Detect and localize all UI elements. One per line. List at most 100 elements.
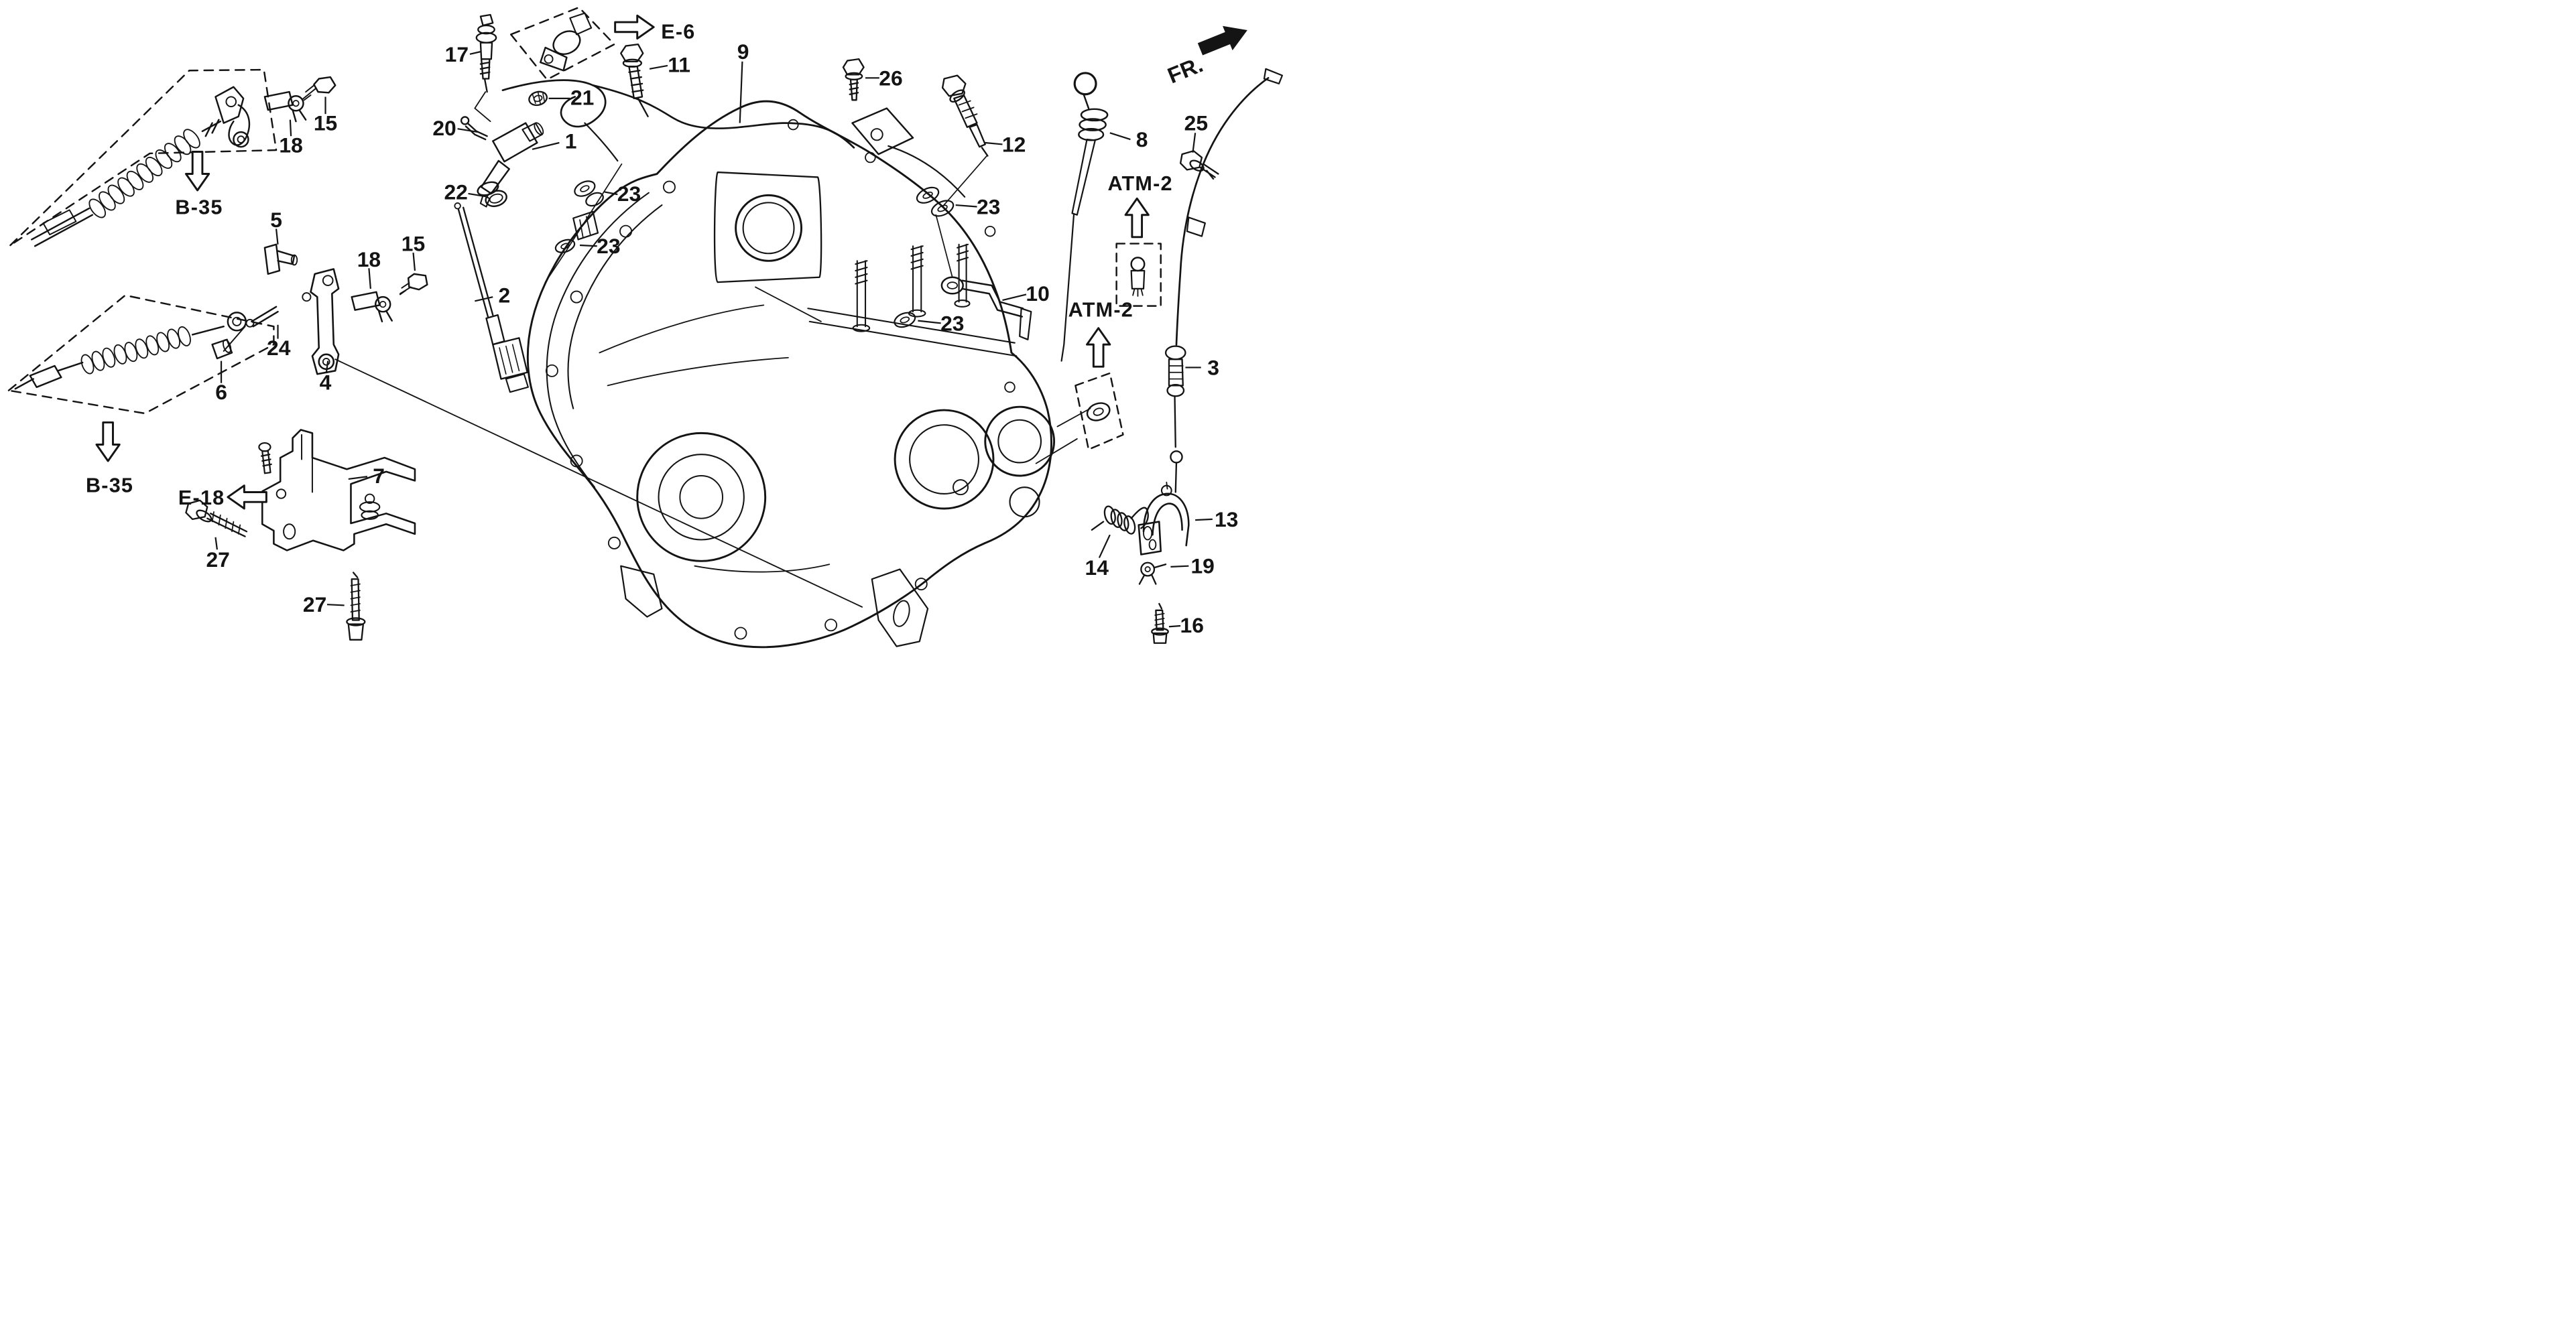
- dashed-box-lower: [7, 294, 275, 415]
- part-callout-4: 4: [320, 370, 332, 394]
- part-14-spring: [1091, 505, 1149, 535]
- ref-label-atm-2-5: ATM-2: [1068, 299, 1133, 322]
- case-bolt-bosses: [545, 119, 1016, 640]
- part-23-washers-left: [544, 163, 623, 283]
- callout-leader-19: [1170, 565, 1189, 568]
- callout-leader-14: [1098, 534, 1111, 558]
- ref-arrow-e-18-icon: [227, 484, 267, 510]
- callout-leader-18: [368, 268, 371, 289]
- callout-leader-4: [325, 360, 329, 374]
- part-18-lock-washer-b: [351, 291, 393, 323]
- cable-spring-coils-upper: [88, 129, 200, 218]
- callout-leader-16: [1168, 624, 1181, 628]
- part-callout-17: 17: [445, 42, 469, 66]
- part-callout-22: 22: [444, 180, 467, 204]
- part-1-speed-sensor: [477, 122, 544, 208]
- part-callout-27: 27: [206, 547, 229, 572]
- part-7-control-bracket: [261, 429, 416, 551]
- e6-sensor-group: [509, 6, 615, 80]
- dashed-box-e6: [509, 6, 615, 80]
- callout-leader-18: [289, 119, 292, 137]
- part-18-lock-washer-a: [263, 90, 307, 123]
- part-13-cable-clamp: [1138, 481, 1190, 555]
- callout-leader-23: [955, 204, 977, 208]
- atm2-clip-group: [1115, 243, 1162, 307]
- part-4-shift-lever-bracket: [302, 268, 863, 608]
- ref-arrow-e-6-icon: [614, 14, 655, 40]
- callout-leader-11: [649, 64, 668, 70]
- cable-spring-coils-lower: [80, 326, 191, 375]
- ref-label-atm-2-4: ATM-2: [1107, 172, 1172, 195]
- part-8-dipstick: [1060, 72, 1109, 362]
- part-callout-6: 6: [215, 380, 227, 404]
- part-22-o-ring: [485, 190, 507, 208]
- ref-label-e-18-3: E-18: [178, 486, 225, 509]
- callout-leader-22: [468, 192, 489, 198]
- part-callout-18: 18: [357, 247, 381, 271]
- callout-leader-1: [532, 141, 560, 150]
- fr-label: FR.: [1164, 52, 1207, 88]
- part-callout-3: 3: [1207, 355, 1219, 379]
- callout-leader-13: [1195, 518, 1213, 521]
- shift-cable-assembly-upper: [9, 68, 278, 247]
- leader-lines: [214, 51, 1213, 628]
- part-callout-26: 26: [879, 66, 902, 90]
- part-callout-15: 15: [314, 111, 337, 135]
- callout-leader-7: [348, 476, 368, 480]
- part-callout-23: 23: [597, 234, 620, 258]
- part-callout-11: 11: [668, 53, 690, 77]
- atm2-washer-group: [1035, 372, 1124, 464]
- part-20-lock-pin: [460, 116, 488, 141]
- part-23-washers-upper-right: [916, 186, 955, 217]
- part-callout-23: 23: [940, 311, 964, 335]
- part-callout-21: 21: [570, 86, 594, 110]
- part-callout-19: 19: [1190, 554, 1214, 578]
- callout-leader-15: [412, 252, 416, 271]
- part-27-bolt-bottom: [346, 572, 366, 641]
- part-number-callouts: 1234567891011121314151516171818192021222…: [206, 40, 1238, 637]
- part-27-bolt-left: [185, 499, 248, 537]
- diagram-svg: 1234567891011121314151516171818192021222…: [7, 6, 1283, 649]
- part-26-bolt: [842, 58, 865, 101]
- case-studs: [852, 243, 971, 332]
- part-callout-2: 2: [499, 283, 511, 308]
- callout-leader-23: [579, 244, 597, 247]
- part-callout-24: 24: [267, 336, 291, 360]
- part-10-joint-pipe: [940, 276, 1032, 340]
- part-23-nut: [572, 210, 599, 241]
- part-callout-23: 23: [617, 182, 641, 206]
- part-19-clip: [1138, 562, 1167, 585]
- callout-leader-9: [739, 61, 743, 123]
- part-16-screw: [1151, 602, 1169, 644]
- ref-arrow-b-35-icon: [95, 421, 121, 462]
- callout-leader-27: [214, 537, 219, 550]
- dashed-box-atm2-upper: [1115, 243, 1162, 307]
- callout-leader-23: [604, 191, 618, 196]
- ref-label-b-35-1: B-35: [86, 474, 133, 497]
- part-callout-9: 9: [737, 40, 749, 64]
- part-24-pin: [245, 306, 279, 328]
- part-callout-15: 15: [402, 232, 425, 256]
- part-callout-7: 7: [373, 464, 385, 488]
- throttle-control-cable: [1164, 68, 1283, 493]
- cable-end-cap-6: [211, 338, 233, 360]
- callout-leader-5: [275, 228, 279, 245]
- callout-leader-27: [326, 604, 345, 606]
- shift-cable-assembly-lower: [7, 294, 275, 415]
- callout-leader-23: [918, 320, 941, 324]
- ref-label-b-35-0: B-35: [175, 196, 223, 219]
- part-callout-13: 13: [1215, 507, 1238, 531]
- part-callout-23: 23: [977, 194, 1000, 218]
- part-23-washer-lower-right: [894, 312, 916, 328]
- part-callout-1: 1: [565, 129, 577, 153]
- part-15-bolt-a: [302, 76, 336, 101]
- part-12-sensor-bolt: [935, 74, 989, 278]
- part-callout-18: 18: [279, 133, 302, 157]
- part-15-bolt-b: [399, 273, 428, 295]
- fr-arrow-icon: [1197, 25, 1247, 56]
- transmission-case: [526, 100, 1056, 649]
- part-callout-12: 12: [1002, 132, 1026, 156]
- part-callout-16: 16: [1180, 613, 1204, 637]
